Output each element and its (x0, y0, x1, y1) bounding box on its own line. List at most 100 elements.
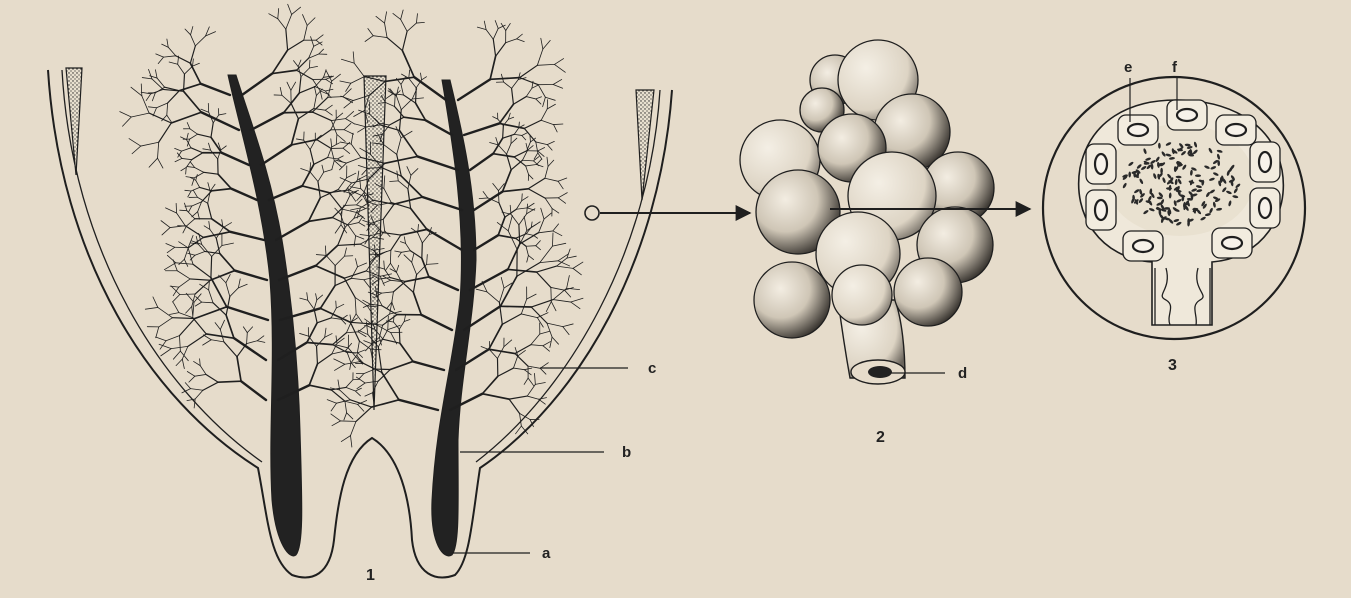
duct-branch (241, 381, 266, 400)
duct-branch (166, 208, 177, 213)
duct-branch (541, 38, 543, 49)
cell-nucleus (1133, 240, 1153, 252)
duct-branch (179, 242, 188, 248)
duct-branch (418, 233, 423, 243)
duct-branch (516, 201, 521, 210)
duct-branch (391, 203, 410, 209)
duct-branch (314, 86, 316, 95)
duct-branch (237, 344, 247, 357)
duct-branch (351, 133, 353, 144)
duct-branch (209, 221, 210, 229)
duct-branch (385, 23, 388, 37)
duct-branch (179, 319, 194, 336)
duct-branch (343, 89, 351, 97)
cell-nucleus (1095, 154, 1107, 174)
duct-branch (354, 110, 365, 116)
duct-branch (406, 243, 411, 250)
duct-branch (516, 426, 522, 434)
duct-branch (540, 246, 553, 263)
duct-branch (223, 223, 232, 228)
label-b: b (622, 444, 631, 461)
duct-branch (552, 243, 565, 246)
duct-branch (336, 301, 337, 308)
duct-branch (307, 293, 308, 301)
duct-branch (527, 204, 528, 214)
duct-branch (526, 164, 537, 165)
duct-branch (553, 224, 559, 231)
duct-branch (242, 74, 272, 95)
duct-branch (544, 213, 551, 219)
duct-branch (422, 258, 429, 277)
duct-branch (129, 139, 141, 147)
duct-branch (537, 49, 542, 65)
panel-3-alveolus-section: e f 3 (1043, 59, 1305, 374)
duct-branch (509, 396, 527, 399)
duct-branch (539, 219, 544, 233)
duct-branch (358, 404, 364, 411)
duct-branch (553, 288, 566, 299)
duct-branch (218, 381, 241, 382)
duct-branch (554, 124, 563, 125)
duct-branch (365, 36, 373, 42)
duct-branch (350, 421, 356, 435)
duct-branch (195, 280, 210, 294)
duct-branch (316, 266, 345, 278)
duct-branch (317, 318, 331, 323)
duct-branch (412, 98, 423, 99)
duct-branch (179, 84, 200, 91)
duct-branch (571, 298, 583, 302)
duct-branch (520, 413, 522, 426)
duct-branch (186, 293, 194, 302)
duct-branch (194, 361, 201, 365)
duct-branch (554, 64, 565, 72)
duct-branch (539, 398, 547, 400)
duct-branch (573, 268, 581, 274)
duct-branch (332, 143, 340, 147)
duct-branch (218, 174, 231, 188)
duct-branch (536, 241, 541, 246)
duct-branch (384, 176, 385, 189)
duct-branch (300, 333, 309, 336)
duct-branch (552, 208, 559, 213)
duct-branch (175, 148, 182, 151)
duct-branch (297, 70, 313, 79)
duct-branch (247, 333, 248, 344)
duct-branch (553, 231, 562, 236)
duct-branch (192, 212, 198, 217)
duct-branch (230, 232, 264, 240)
duct-branch (203, 382, 218, 390)
duct-branch (411, 169, 418, 176)
duct-branch (182, 158, 192, 159)
duct-branch (493, 28, 498, 39)
duct-branch (181, 167, 186, 170)
duct-branch (311, 37, 314, 47)
duct-branch (351, 208, 361, 210)
duct-branch (332, 421, 341, 426)
duct-branch (238, 279, 240, 288)
label-d: d (958, 365, 967, 382)
duct-branch (500, 306, 531, 307)
duct-branch (554, 125, 558, 132)
duct-branch (356, 377, 365, 383)
duct-branch (257, 336, 264, 341)
duct-branch (520, 65, 538, 77)
duct-branch (426, 120, 452, 135)
duct-branch (508, 231, 517, 250)
duct-branch (173, 303, 179, 313)
duct-branch (346, 332, 358, 333)
duct-branch (198, 134, 211, 137)
duct-branch (190, 279, 210, 280)
duct-branch (384, 269, 390, 278)
duct-branch (149, 113, 171, 123)
duct-branch (261, 145, 291, 165)
duct-branch (552, 233, 553, 246)
duct-branch (504, 82, 512, 88)
duct-branch (396, 96, 401, 110)
duct-branch (198, 212, 200, 220)
duct-branch (558, 193, 567, 198)
duct-branch (350, 315, 351, 322)
duct-branch (536, 99, 541, 104)
duct-branch (511, 138, 517, 143)
duct-branch (183, 226, 187, 233)
duct-branch (365, 381, 378, 383)
